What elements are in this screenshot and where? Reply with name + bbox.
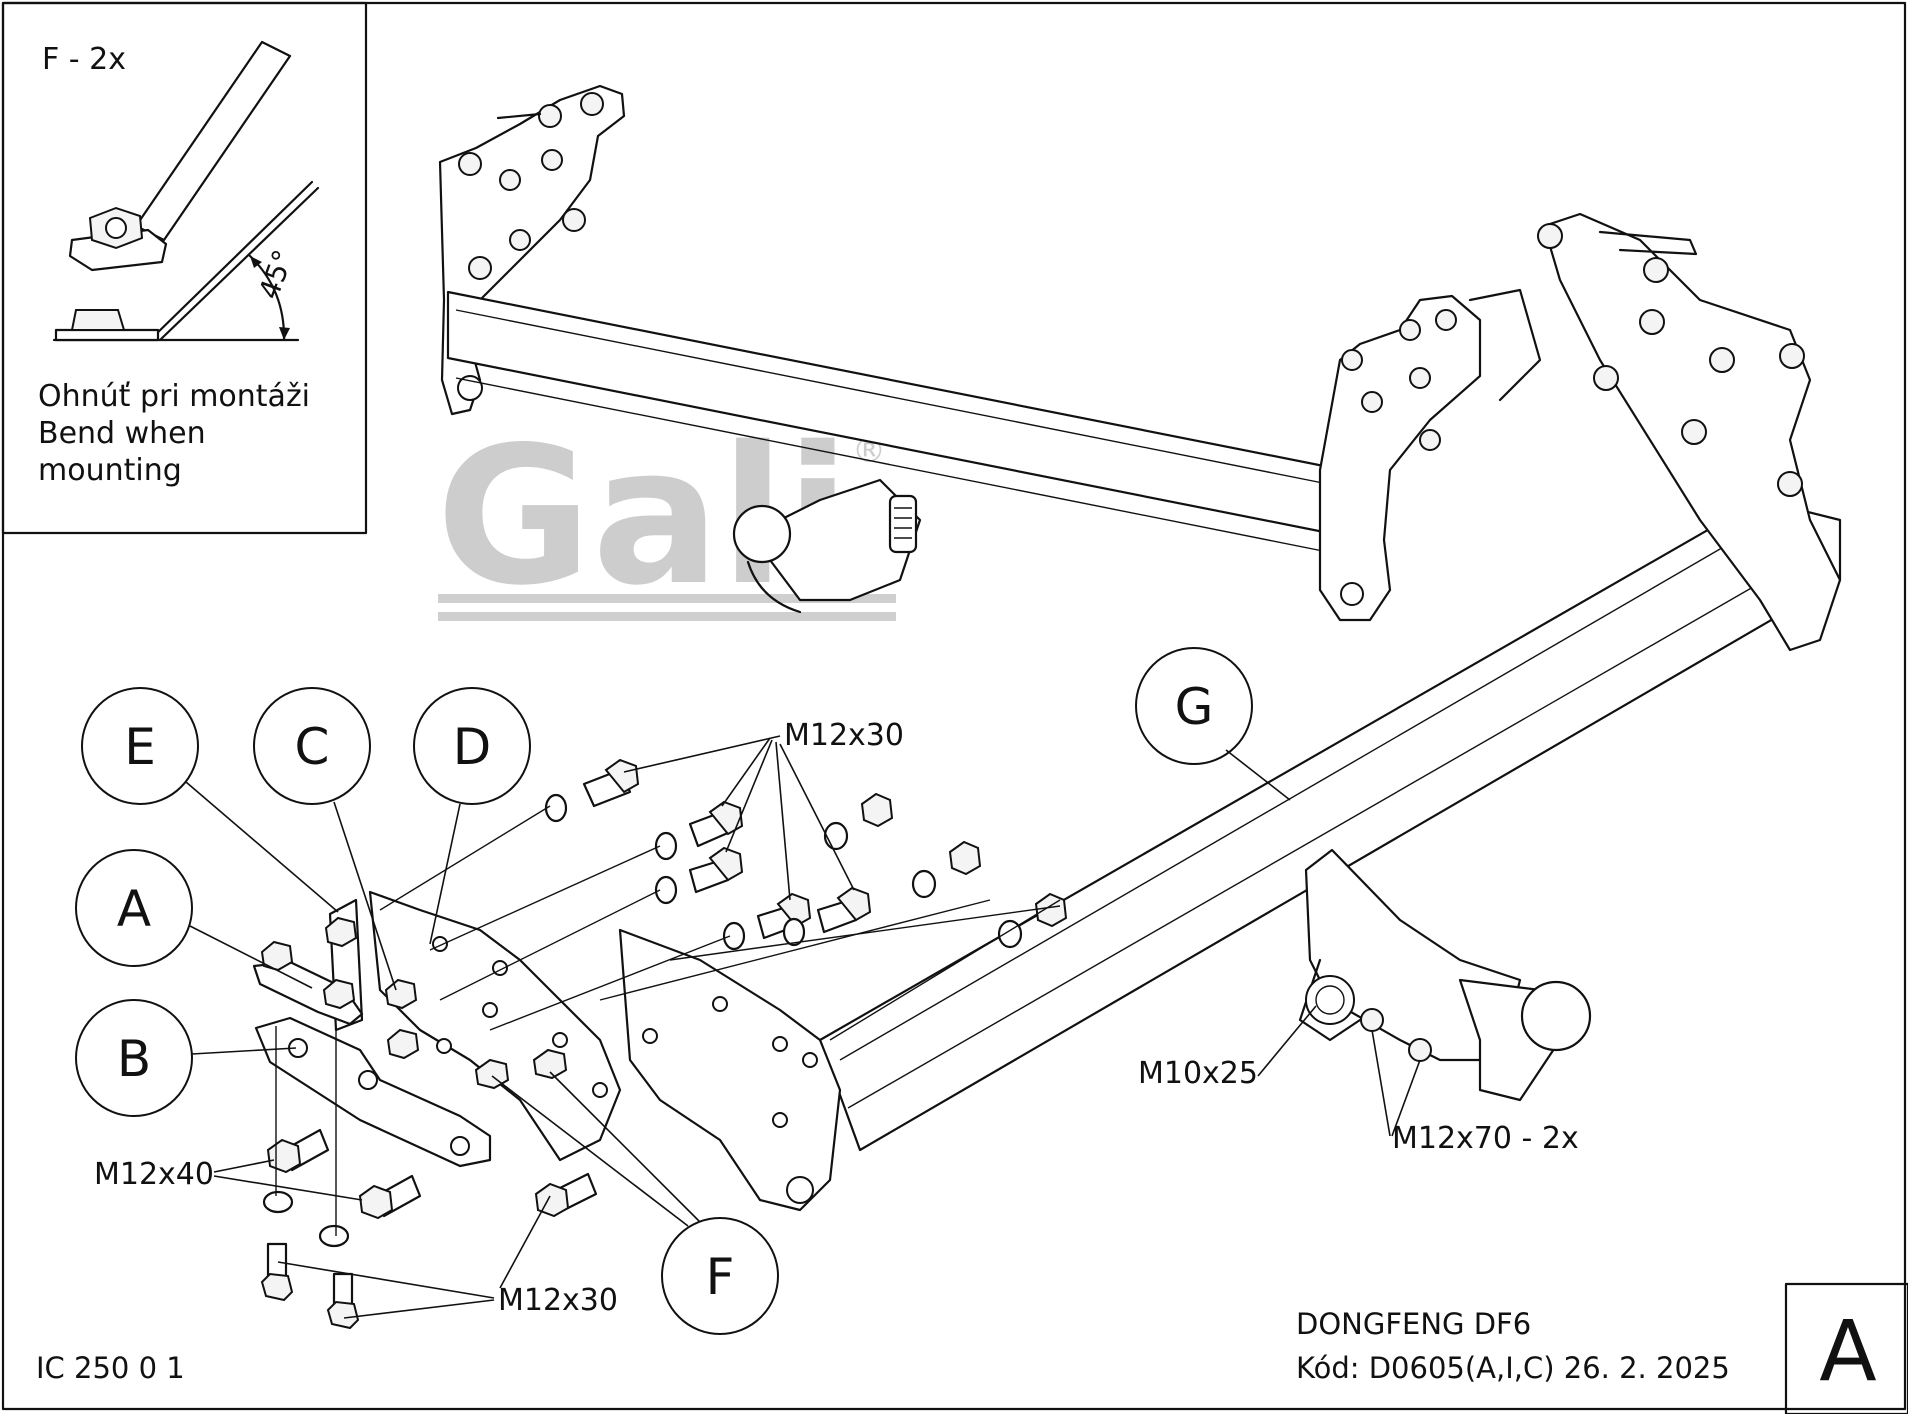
- callout-C: C: [253, 687, 397, 991]
- callouts: E C D A B F G: [75, 647, 1291, 1335]
- callout-B-label: B: [117, 1030, 151, 1088]
- callout-D-label: D: [453, 718, 492, 776]
- title-block: DONGFENG DF6 Kód: D0605(A,I,C) 26. 2. 20…: [36, 1282, 1908, 1416]
- label-m12x30-top: M12x30: [784, 718, 904, 753]
- callout-F: F: [491, 1071, 779, 1335]
- bolt-annotations: M12x30 M12x40 M12x30 M10x25 M12x70 - 2x: [94, 718, 1579, 1319]
- inset-note-line-3: mounting: [38, 453, 182, 488]
- label-m10x25: M10x25: [1138, 1056, 1258, 1091]
- callout-F-label: F: [706, 1248, 735, 1306]
- bent-bracket-illustration: [68, 40, 292, 272]
- label-m12x70: M12x70 - 2x: [1392, 1121, 1579, 1156]
- title-code-date: Kód: D0605(A,I,C) 26. 2. 2025: [1296, 1351, 1730, 1385]
- angle-label: 45°: [252, 245, 300, 303]
- inset-note-line-2: Bend when: [38, 416, 206, 451]
- variant-letter: A: [1819, 1302, 1876, 1400]
- title-model: DONGFENG DF6: [1296, 1307, 1531, 1341]
- inset-note-line-1: Ohnúť pri montáži: [38, 379, 310, 414]
- inset-part-label: F - 2x: [42, 42, 126, 77]
- callout-C-label: C: [295, 718, 330, 776]
- callout-E: E: [81, 687, 339, 913]
- label-m12x30-bottom: M12x30: [498, 1283, 618, 1318]
- inset-frame: [1, 1, 368, 535]
- drawing-number: IC 250 0 1: [36, 1351, 185, 1385]
- callout-E-label: E: [124, 718, 156, 776]
- callout-A-label: A: [117, 880, 151, 938]
- callout-A: A: [75, 849, 313, 989]
- callout-G: G: [1135, 647, 1291, 801]
- assembled-towbar: [438, 84, 1542, 622]
- exploded-assembly: [252, 212, 1842, 1330]
- explode-lines: [379, 805, 1061, 1041]
- callout-B: B: [75, 999, 297, 1117]
- exploded-fasteners: [260, 758, 1068, 1330]
- label-m12x40: M12x40: [94, 1157, 214, 1192]
- main-beam: [818, 498, 1842, 1152]
- callout-G-label: G: [1175, 678, 1214, 736]
- callout-D: D: [413, 687, 531, 945]
- inset-panel: F - 2x 45° Ohnúť pri montáži Bend when m…: [1, 1, 368, 535]
